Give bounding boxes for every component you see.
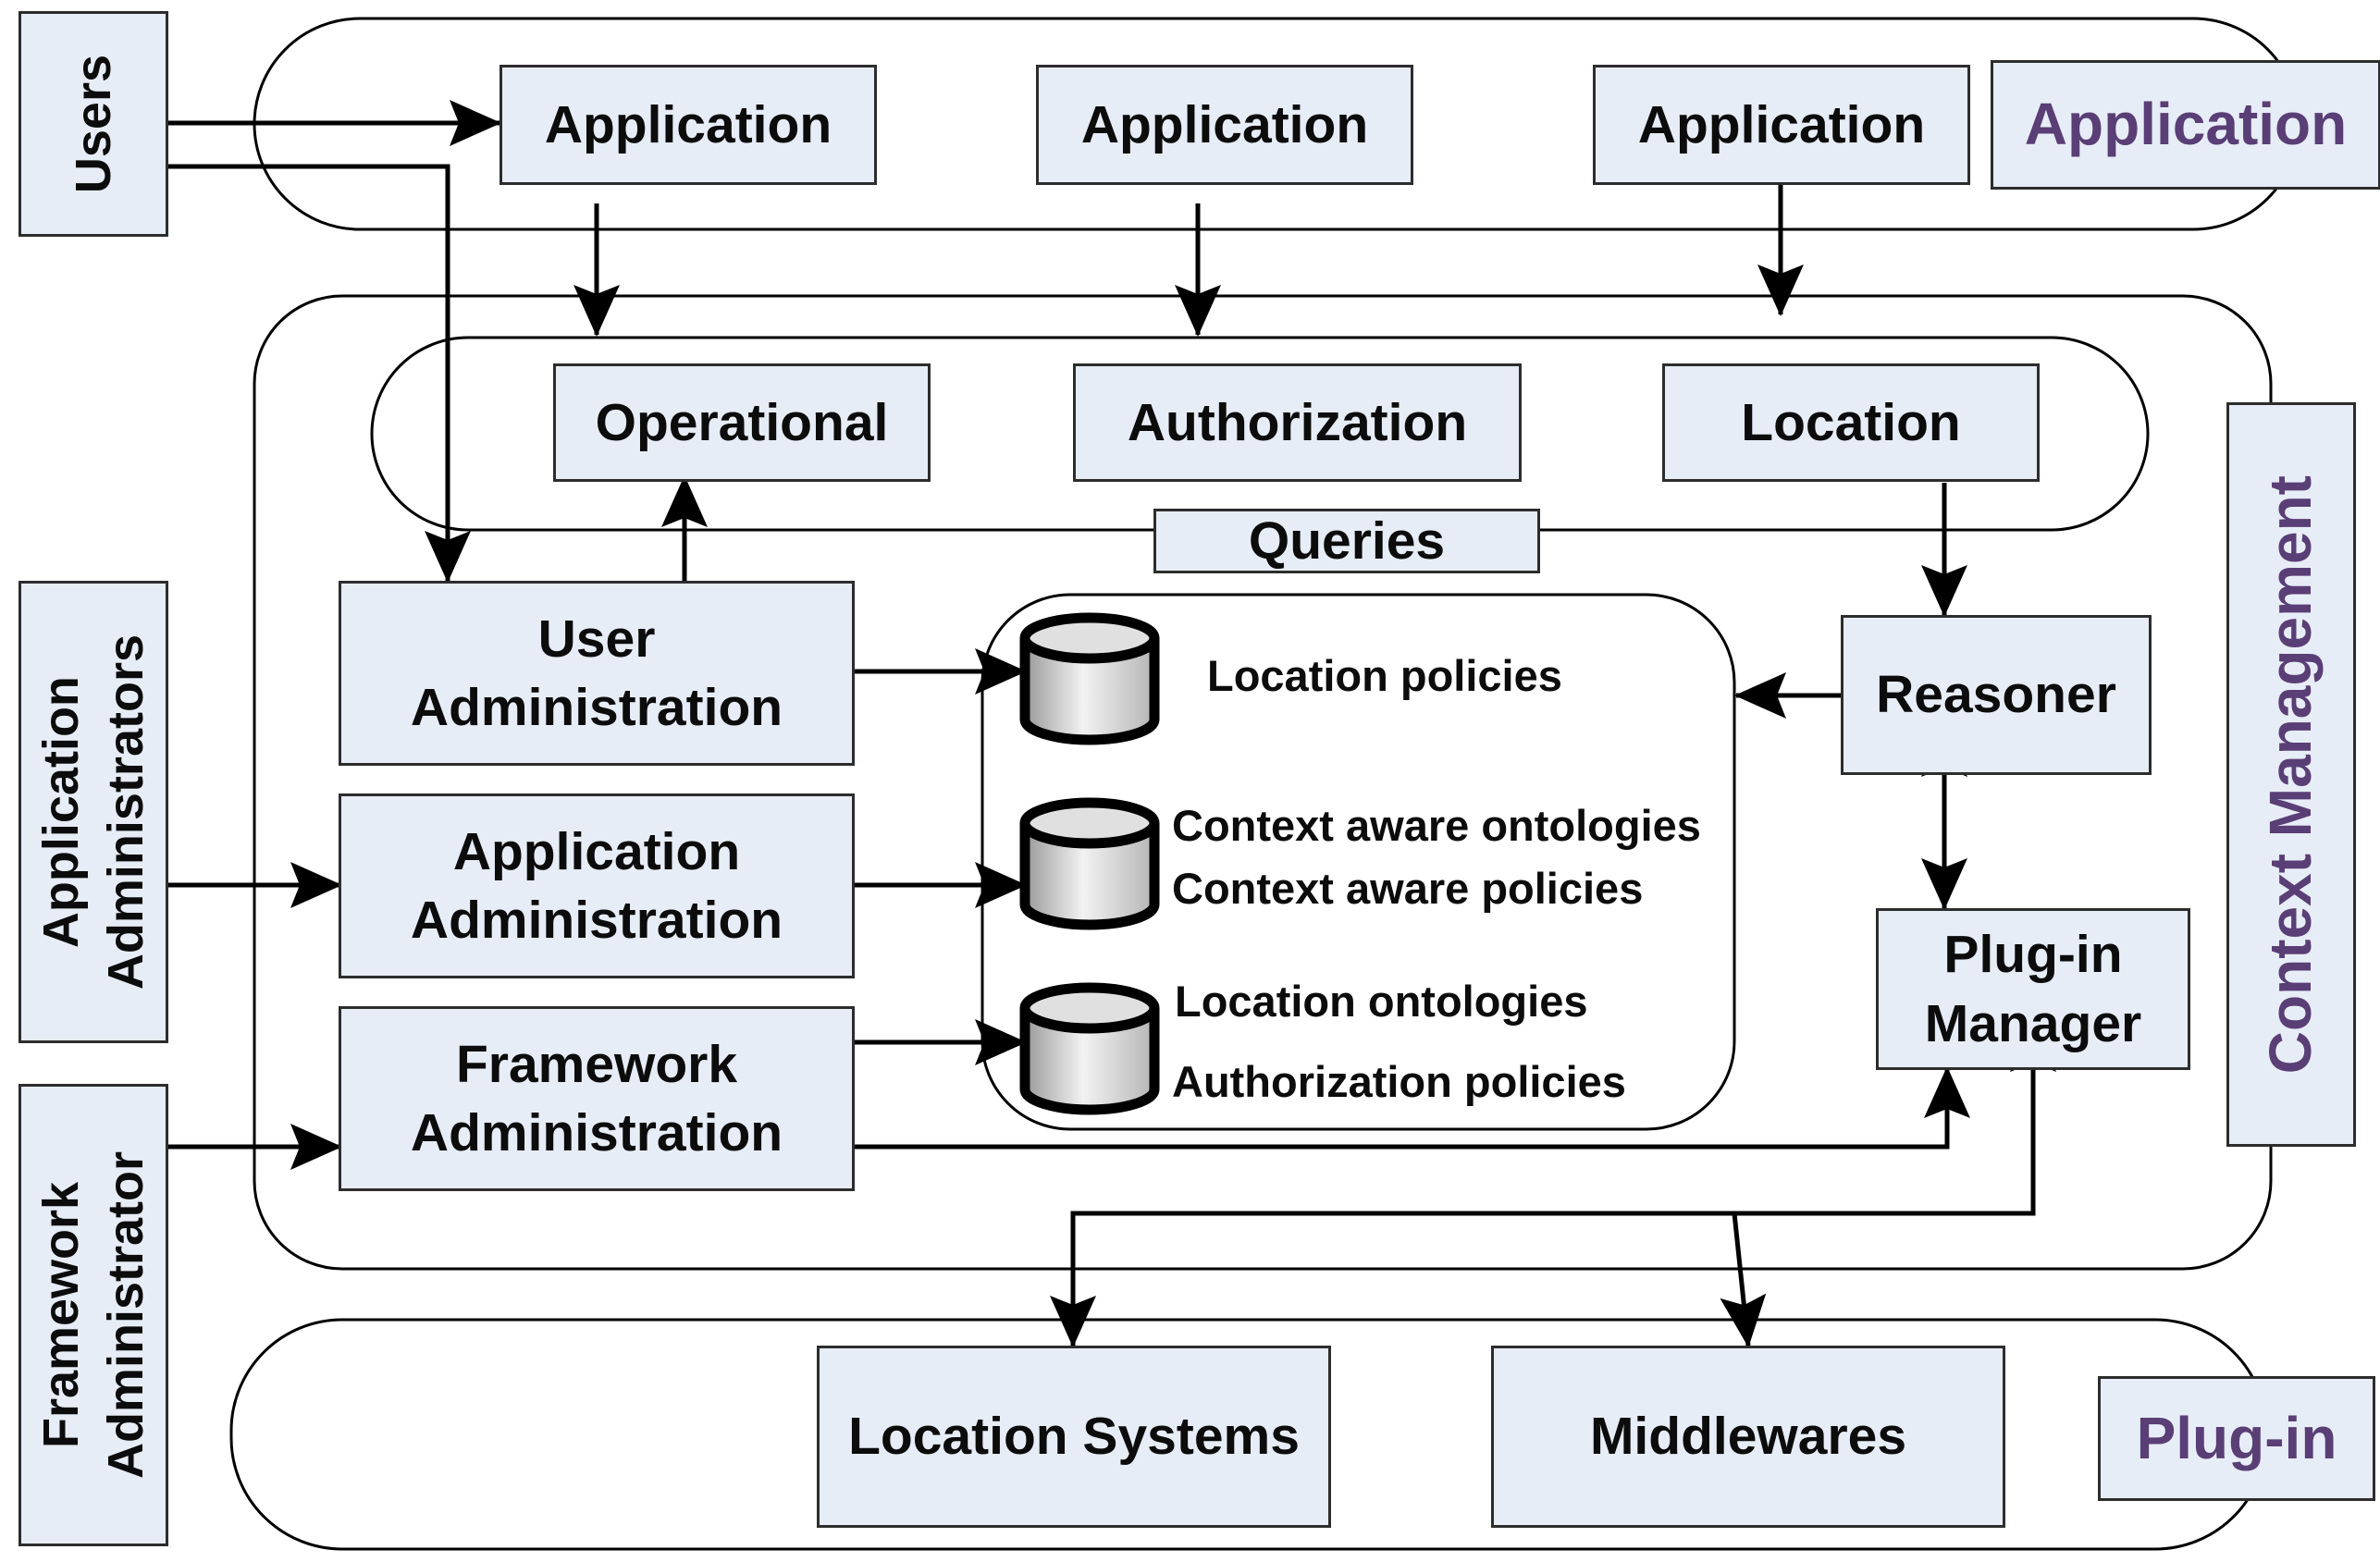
reasoner-box: Reasoner — [1841, 615, 2152, 775]
database-icons — [1019, 612, 1160, 1115]
pluginmanager-bus-line — [1050, 1020, 2056, 1347]
authorization-query-box: Authorization — [1073, 363, 1522, 482]
application-box-3: Application — [1593, 65, 1970, 185]
application-administrators-label: Application Administrators — [32, 633, 154, 990]
location-ontologies-label: Location ontologies — [1175, 977, 1588, 1026]
context-management-label: Context Management — [2226, 402, 2356, 1147]
user-administration-box: User Administration — [339, 581, 855, 766]
application-layer-label: Application — [1991, 60, 2380, 190]
framework-administration-box: Framework Administration — [339, 1006, 855, 1191]
users-actor-label: Users — [65, 54, 121, 194]
operational-query-box: Operational — [553, 363, 931, 482]
plugin-manager-box: Plug-in Manager — [1876, 908, 2190, 1070]
users-to-useradmin-arrow — [166, 164, 471, 583]
context-aware-policies-label: Context aware policies — [1172, 864, 1644, 913]
users-actor: Users — [18, 11, 168, 237]
framework-administrator-actor: Framework Administrator — [18, 1084, 168, 1546]
location-systems-box: Location Systems — [817, 1346, 1331, 1528]
application-box-1: Application — [499, 65, 877, 185]
database-icon-2 — [1019, 797, 1160, 930]
location-policies-label: Location policies — [1207, 651, 1562, 700]
authorization-policies-label: Authorization policies — [1172, 1057, 1626, 1106]
database-icon-1 — [1019, 612, 1160, 745]
middlewares-box: Middlewares — [1491, 1346, 2005, 1528]
bus-to-middlewares-arrow — [1720, 1212, 1767, 1347]
location-query-box: Location — [1662, 363, 2040, 482]
application-administrators-actor: Application Administrators — [18, 581, 168, 1043]
database-icon-3 — [1019, 982, 1160, 1115]
application-administration-box: Application Administration — [339, 793, 855, 978]
framework-administrator-label: Framework Administrator — [32, 1150, 154, 1480]
application-box-2: Application — [1036, 65, 1413, 185]
context-aware-ontologies-label: Context aware ontologies — [1172, 801, 1701, 850]
queries-label: Queries — [1153, 509, 1540, 573]
plugin-layer-label: Plug-in — [2098, 1376, 2375, 1501]
